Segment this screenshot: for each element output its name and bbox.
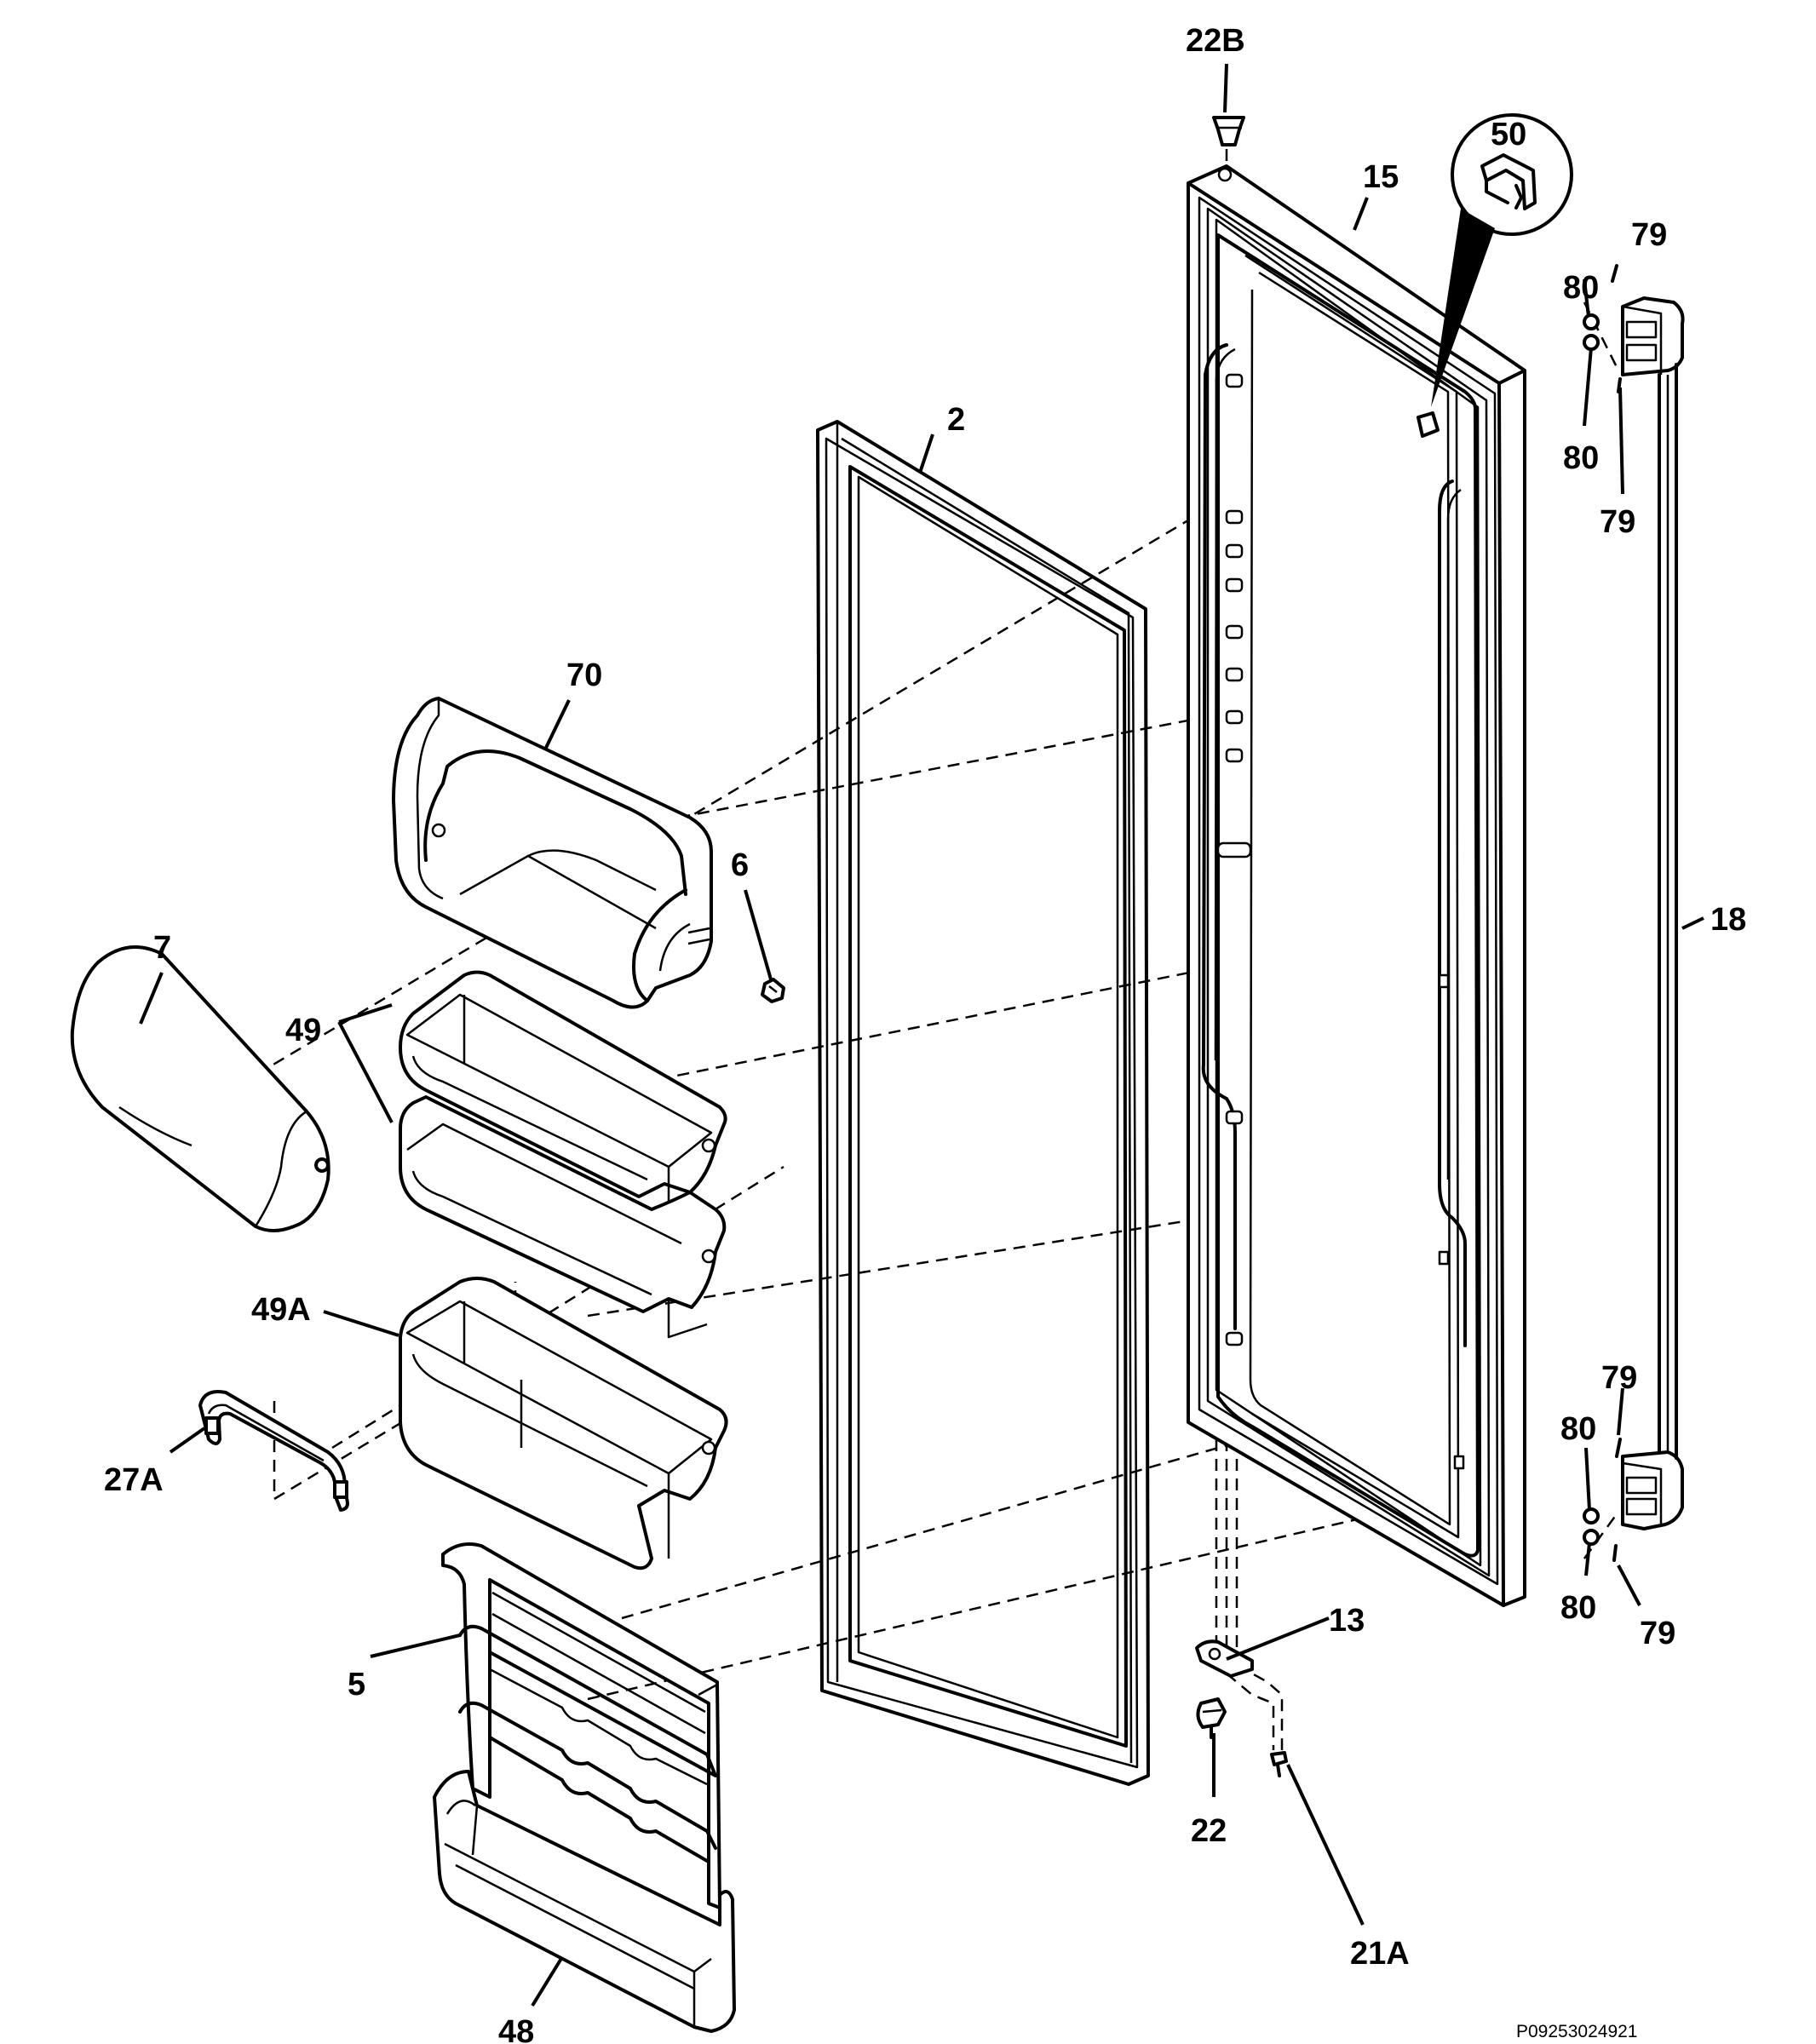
- callout-15: 15: [1363, 159, 1399, 195]
- callout-27a: 27A: [104, 1462, 164, 1498]
- part-15-door: [1187, 164, 1526, 1607]
- callout-80-top-upper: 80: [1563, 270, 1599, 306]
- callout-6: 6: [731, 847, 749, 883]
- callout-22b: 22B: [1186, 23, 1245, 59]
- callout-49: 49: [285, 1013, 321, 1048]
- callout-80-bottom-lower: 80: [1560, 1590, 1596, 1626]
- callout-79-bottom-upper: 79: [1601, 1360, 1637, 1396]
- part-18-handle: [1621, 296, 1685, 1530]
- part-70-dairy-bin: [392, 697, 713, 1009]
- part-22b-plug: [1212, 116, 1245, 146]
- part-22-hinge-pin: [1196, 1697, 1227, 1739]
- drawing-code: P09253024921: [1516, 2022, 1637, 2041]
- detail-circle-50: [1431, 113, 1573, 407]
- callout-13: 13: [1329, 1603, 1365, 1639]
- callout-70: 70: [566, 657, 602, 693]
- part-7-cover: [70, 945, 330, 1232]
- part-2-gasket: [816, 420, 1150, 1786]
- screws-79-80: [1583, 264, 1622, 1562]
- callout-48: 48: [498, 2014, 534, 2044]
- part-21a-screw: [1270, 1751, 1288, 1777]
- callout-50: 50: [1491, 117, 1526, 152]
- callout-79-bottom-lower: 79: [1640, 1616, 1675, 1651]
- callout-21a: 21A: [1350, 1936, 1410, 1972]
- part-49a-door-bin: [399, 1277, 728, 1570]
- part-48-bottom-bin: [433, 1770, 736, 2033]
- callout-80-top-lower: 80: [1563, 440, 1599, 476]
- callout-18: 18: [1710, 902, 1746, 938]
- callout-labels: 22B 50 15 79 80 80 79 2 70 6 7 49 18 49A…: [104, 23, 1746, 2044]
- part-6-clip: [761, 978, 785, 1003]
- callout-2: 2: [947, 402, 965, 438]
- callout-80-bottom-upper: 80: [1560, 1411, 1596, 1447]
- callout-5: 5: [348, 1667, 365, 1702]
- part-27a-bracket: [198, 1390, 349, 1512]
- callout-22: 22: [1191, 1813, 1227, 1849]
- callout-49a: 49A: [251, 1292, 311, 1328]
- door-shelf-stops: [1216, 373, 1465, 1470]
- part-5-rack: [441, 1542, 721, 1909]
- callout-79-top-upper: 79: [1631, 217, 1667, 253]
- part-49-door-bins: [399, 970, 727, 1339]
- callout-79-top-lower: 79: [1600, 504, 1635, 540]
- part-13-hinge: [1195, 1639, 1254, 1678]
- leader-lines: [139, 63, 1704, 2007]
- callout-7: 7: [153, 930, 171, 966]
